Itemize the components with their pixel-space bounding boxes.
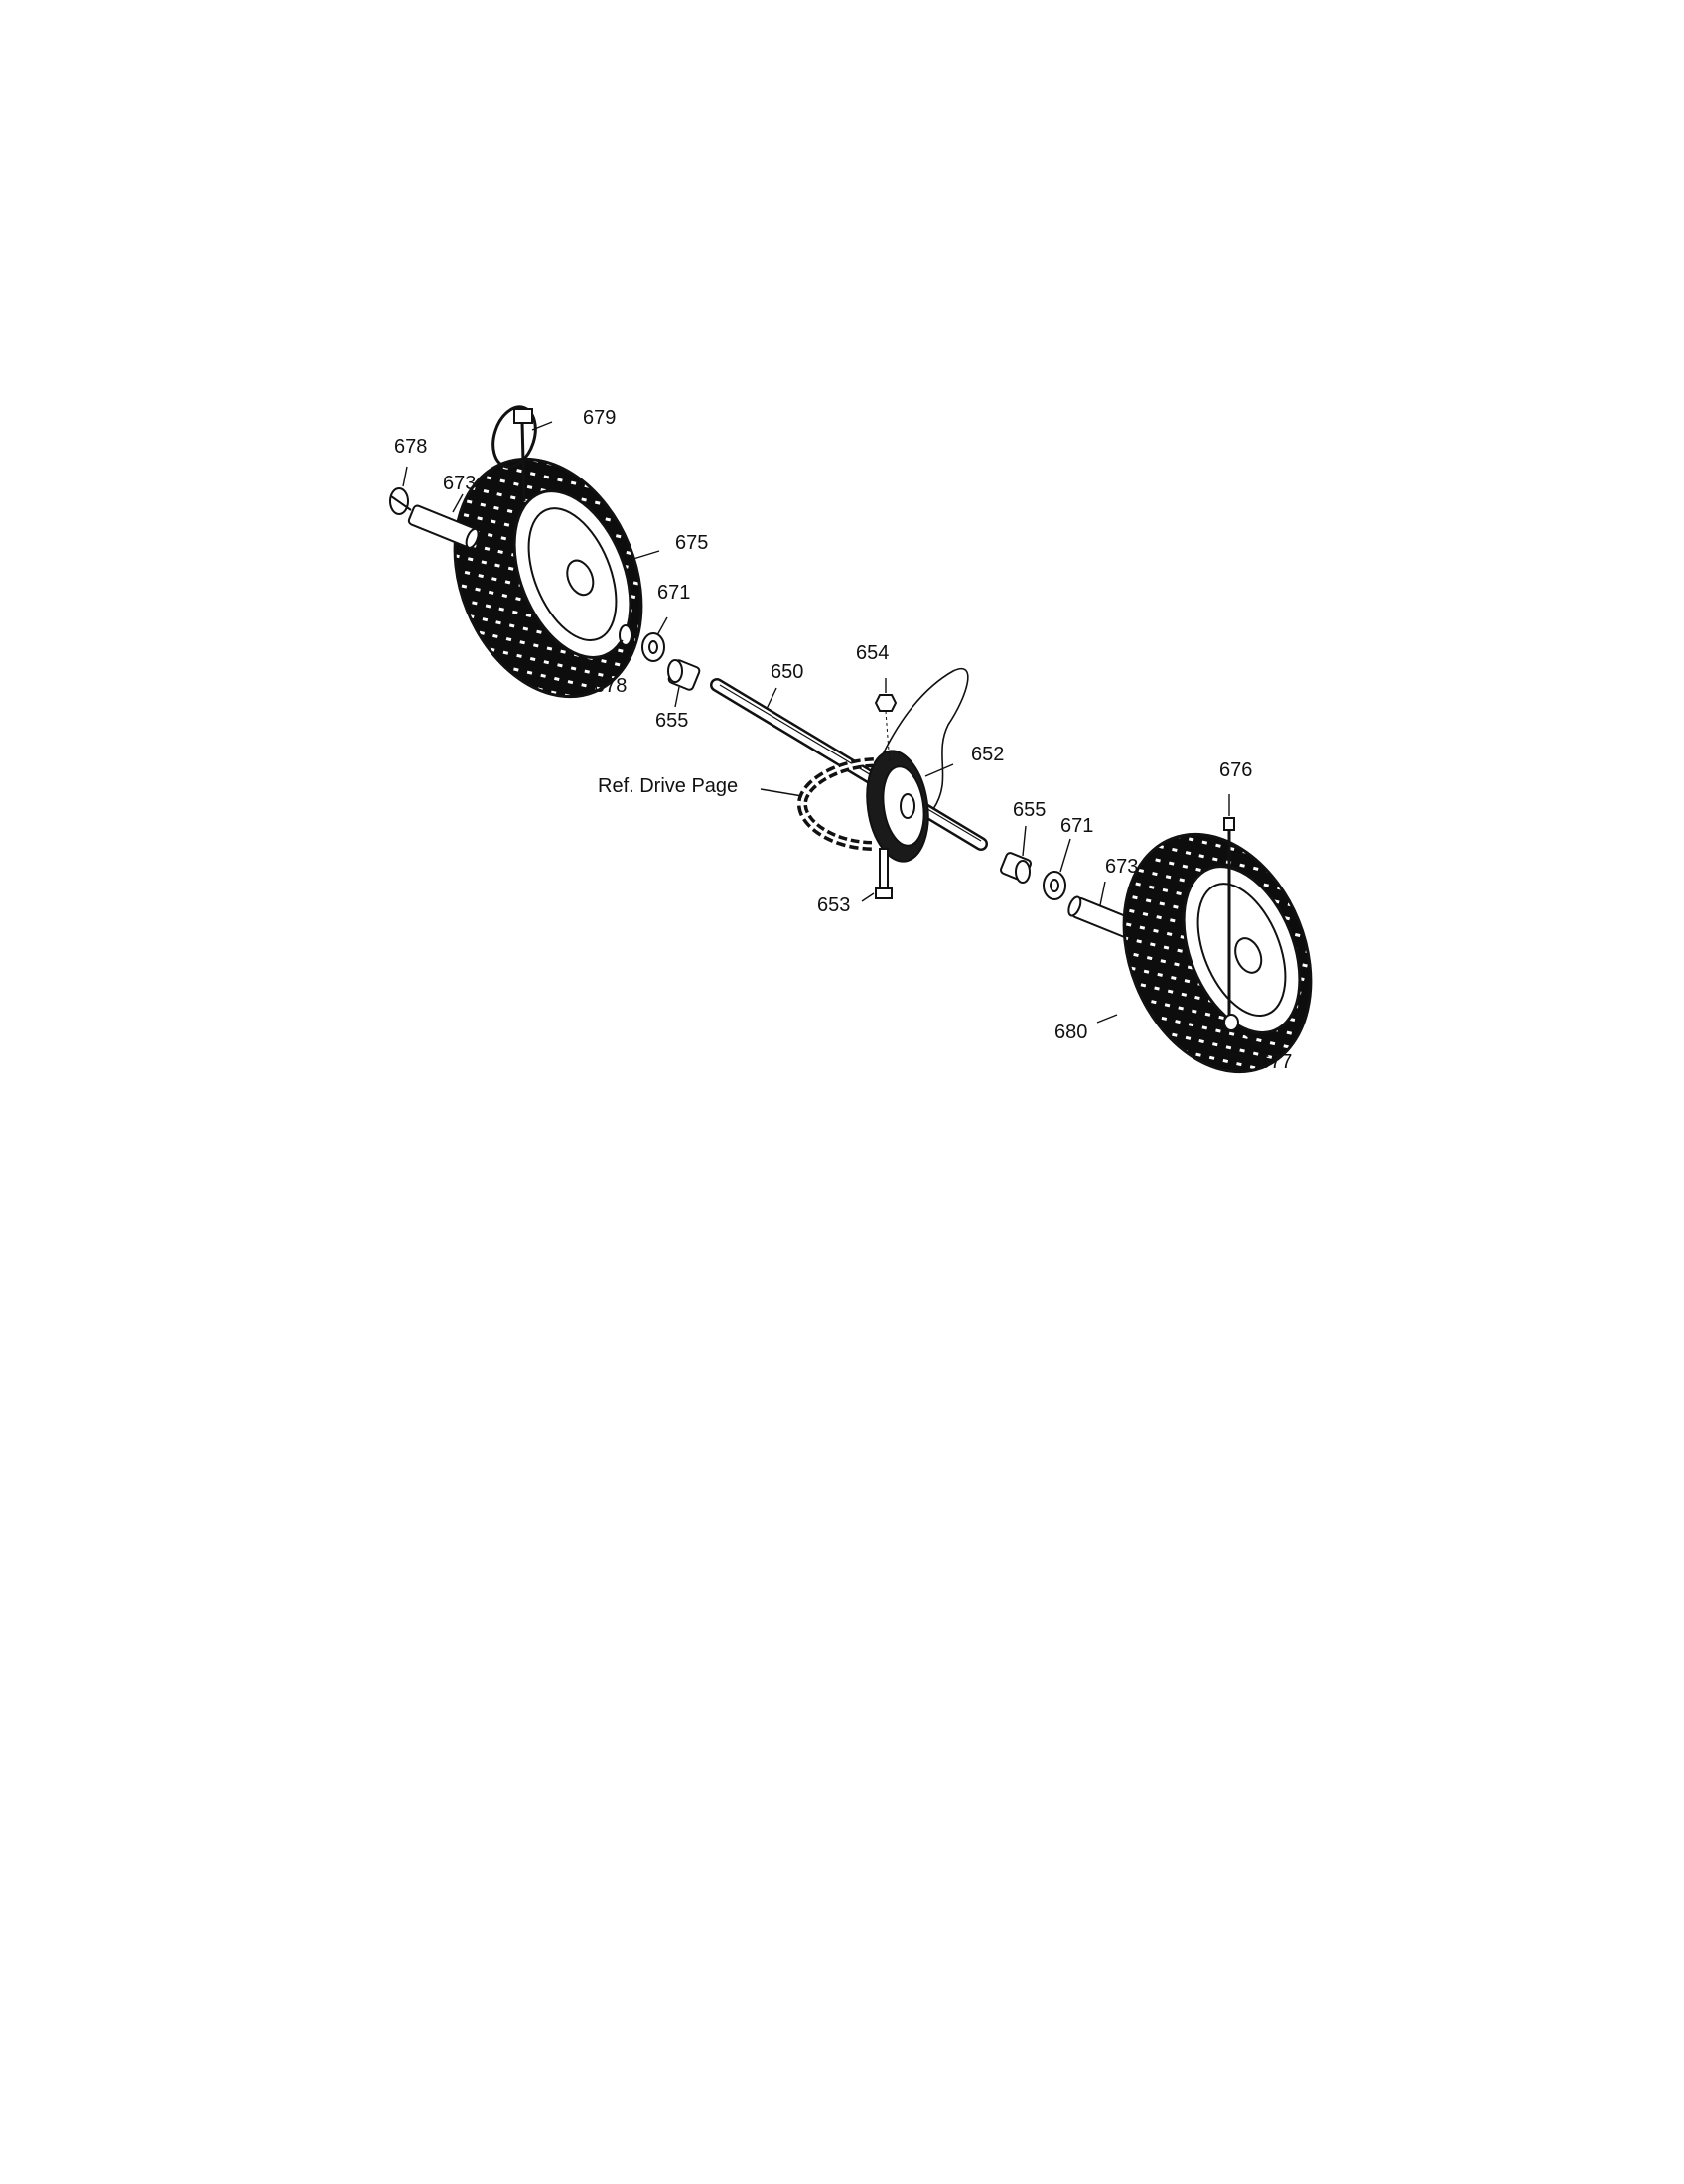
right-bearing [1000,852,1032,884]
left-hitch-clip [389,487,412,515]
axle-shaft [710,678,988,851]
leader-lines [402,421,1262,1048]
callout-654: 654 [856,642,889,664]
hex-bolt [875,848,893,899]
hex-nut [874,694,898,712]
callout-655-right: 655 [1013,799,1046,821]
callout-675: 675 [675,532,708,554]
callout-673-right: 673 [1105,856,1138,878]
callout-678-mid: 678 [594,675,627,697]
left-bearing [667,659,701,691]
wheel-bolt [1223,817,1235,1024]
callout-680: 680 [1054,1022,1087,1043]
gear-housing-outline [873,668,969,810]
left-flat-washer [641,632,665,662]
callout-676: 676 [1219,759,1252,781]
left-axle-tube [407,504,480,549]
callout-655-left: 655 [655,710,688,732]
right-flat-washer [1043,871,1066,900]
left-wheel-assembly [389,405,701,699]
callout-673-left: 673 [443,473,476,494]
right-tire [1122,832,1313,1074]
wheel-nut [1223,1014,1239,1031]
lynch-pin [491,405,537,502]
sprocket [866,750,929,863]
callout-679: 679 [583,407,616,429]
callout-ref-drive-page: Ref. Drive Page [598,775,738,797]
callout-677: 677 [1259,1051,1292,1073]
callout-671-right: 671 [1060,815,1093,837]
callout-652: 652 [971,744,1004,765]
callout-671-left: 671 [657,582,690,604]
callout-653: 653 [817,894,850,916]
drive-chain [797,757,875,851]
center-assembly [710,668,1066,900]
callout-labels: 678 673 679 675 671 678 655 650 654 652 … [394,407,1292,1073]
callout-650: 650 [771,661,803,683]
left-tire [453,457,643,699]
right-wheel-assembly [1067,817,1313,1074]
callout-678-left: 678 [394,436,427,458]
